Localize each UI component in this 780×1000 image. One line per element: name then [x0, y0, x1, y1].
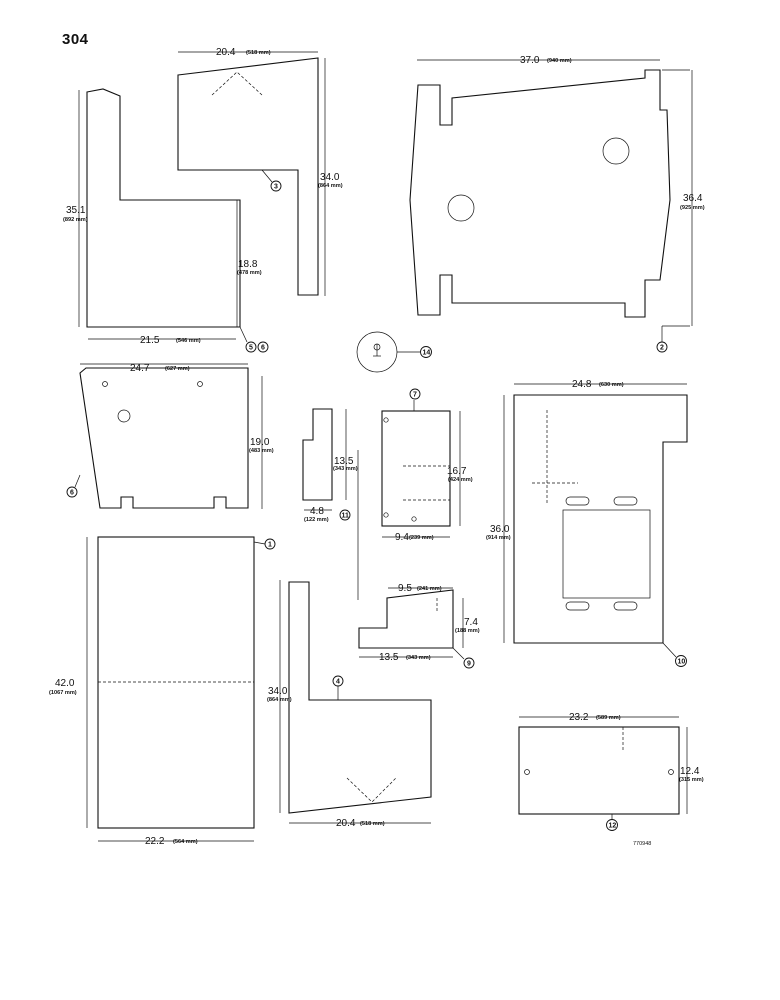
dim-height: 35.1	[66, 205, 86, 216]
dim-width: 9.4	[395, 532, 409, 543]
dim-width: 4.8	[310, 506, 324, 517]
part-tag-7: 7	[413, 392, 417, 399]
dim-height-mm: (424 mm)	[448, 477, 473, 483]
part-tag-9: 9	[467, 661, 471, 668]
part-tag-1: 1	[268, 542, 272, 549]
part-11-block: 13.5 (343 mm) 4.8 (122 mm) 11	[302, 408, 359, 600]
dim-width: 13.5	[379, 652, 399, 663]
dim-height-mm: (315 mm)	[679, 777, 704, 783]
dim-height: 12.4	[680, 766, 700, 777]
dim-height-mm: (1067 mm)	[49, 690, 77, 696]
part-tag-4: 4	[336, 679, 340, 686]
part-1-large-panel: 42.0 (1067 mm) 22.2 (564 mm) 1	[49, 536, 276, 847]
figure-code: 770948	[633, 841, 651, 847]
dim-width-mm: (564 mm)	[173, 839, 198, 845]
dim-height-mm: (343 mm)	[333, 466, 358, 472]
part-tag-12: 12	[609, 823, 617, 830]
part-4-panel: 34.0 (864 mm) 20.4 (518 mm) 4	[267, 580, 432, 829]
dim-width-mm: (518 mm)	[360, 821, 385, 827]
part-5-6-side-panel: 35.1 (892 mm) 18.8 (478 mm) 21.5 (546 mm…	[63, 88, 269, 353]
dim-height: 7.4	[464, 617, 478, 628]
dim-width-mm: (940 mm)	[547, 58, 572, 64]
part-tag-11: 11	[342, 513, 350, 520]
dim-height-mm: (914 mm)	[486, 535, 511, 541]
dim-width: 23.2	[569, 712, 589, 723]
part-9-stepped-block: 9.5 (241 mm) 7.4 (188 mm) 13.5 (343 mm) …	[358, 583, 480, 669]
dim-width: 20.4	[336, 818, 356, 829]
dim-height-mm: (188 mm)	[455, 628, 480, 634]
part-tag-14: 14	[423, 350, 431, 357]
dim-height: 19.0	[250, 437, 270, 448]
dim-height: 36.0	[490, 524, 510, 535]
dim-width-mm: (627 mm)	[165, 366, 190, 372]
dim-top: 9.5	[398, 583, 412, 594]
dim-height: 36.4	[683, 193, 703, 204]
dim-height-mm: (925 mm)	[680, 205, 705, 211]
part-tag-5: 5	[249, 345, 253, 352]
dim-width-mm: (122 mm)	[304, 517, 329, 523]
part-14-disc: 14	[356, 331, 432, 373]
dim-width-mm: (518 mm)	[246, 50, 271, 56]
dim-height: 13.5	[334, 456, 354, 467]
dim-step-mm: (478 mm)	[237, 270, 262, 276]
part-12-plate: 23.2 (589 mm) 12.4 (315 mm) 12	[518, 712, 704, 831]
part-tag-3: 3	[274, 184, 278, 191]
dim-height: 34.0	[268, 686, 288, 697]
dim-width: 37.0	[520, 55, 540, 66]
dim-width-mm: (546 mm)	[176, 338, 201, 344]
dim-height-mm: (892 mm)	[63, 217, 88, 223]
dim-width-mm: (239 mm)	[409, 535, 434, 541]
dim-height-mm: (864 mm)	[267, 697, 292, 703]
dim-width-mm: (589 mm)	[596, 715, 621, 721]
dim-width-mm: (343 mm)	[406, 655, 431, 661]
dim-height-mm: (483 mm)	[249, 448, 274, 454]
part-tag-2: 2	[660, 345, 664, 352]
part-tag-6: 6	[70, 490, 74, 497]
dim-width: 24.7	[130, 363, 150, 374]
dim-top-mm: (241 mm)	[417, 586, 442, 592]
dim-width: 20.4	[216, 47, 236, 58]
part-3-panel: 20.4 (518 mm) 34.0 (864 mm) 3	[177, 47, 343, 296]
page-number: 304	[62, 31, 89, 48]
dim-height: 16.7	[447, 466, 467, 477]
dim-height: 42.0	[55, 678, 75, 689]
part-tag-6: 6	[261, 345, 265, 352]
dim-width: 21.5	[140, 335, 160, 346]
part-6-angled-panel: 24.7 (627 mm) 19.0 (483 mm) 6	[66, 363, 274, 509]
part-2-top-panel: 37.0 (940 mm) 36.4 (925 mm) 2	[409, 55, 705, 353]
dim-height: 34.0	[320, 172, 340, 183]
part-tag-10: 10	[678, 659, 686, 666]
dim-height-mm: (864 mm)	[318, 183, 343, 189]
dim-step: 18.8	[238, 259, 258, 270]
dim-width: 22.2	[145, 836, 165, 847]
dim-width: 24.8	[572, 379, 592, 390]
part-7-plate: 7 16.7 (424 mm) 9.4 (239 mm)	[381, 388, 473, 543]
dim-width-mm: (630 mm)	[599, 382, 624, 388]
part-10-tall-panel: 24.8 (630 mm) 36.0 (914 mm) 10	[486, 379, 688, 667]
